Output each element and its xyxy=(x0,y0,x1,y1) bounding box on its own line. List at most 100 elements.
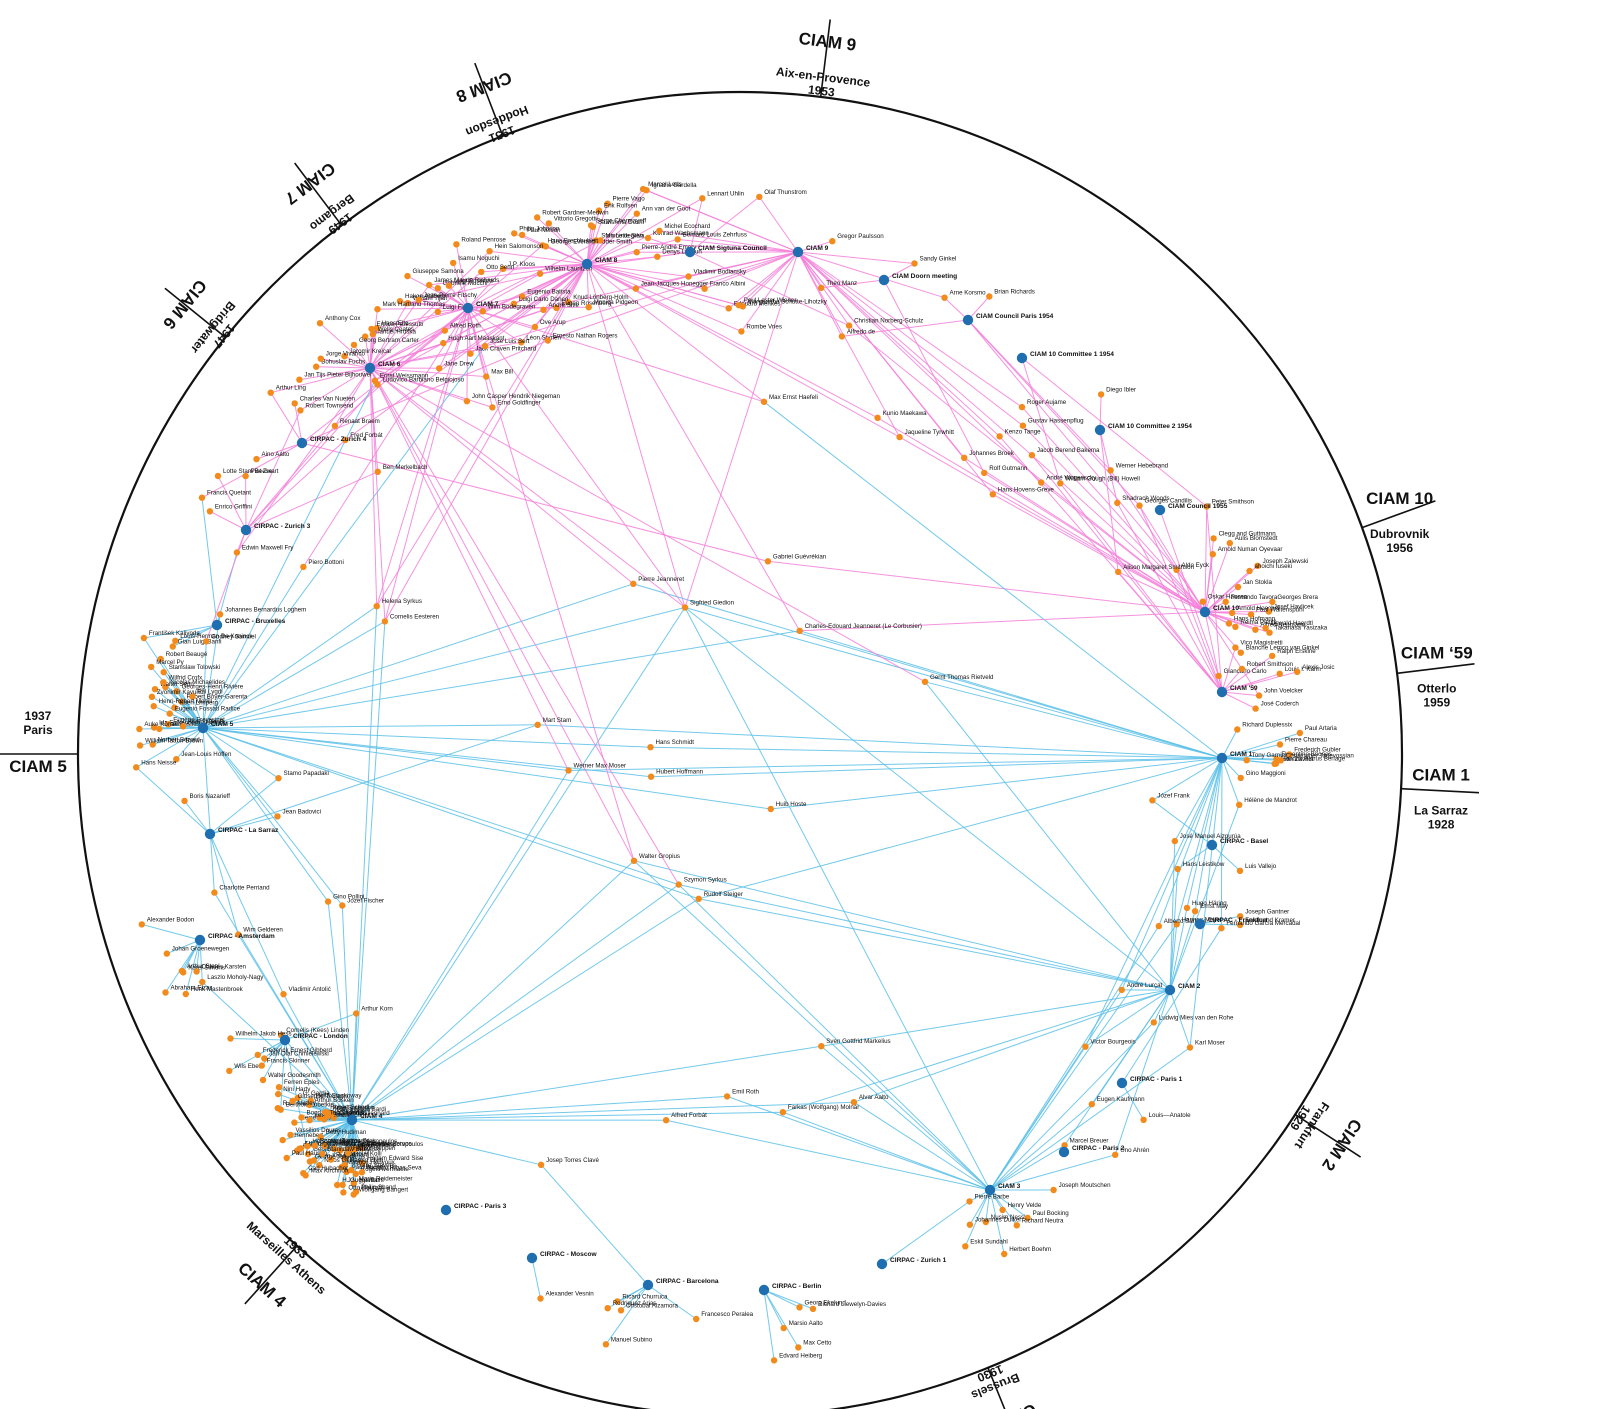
person-dot[interactable] xyxy=(1228,609,1236,617)
person-node[interactable]: Josef Havlicek xyxy=(1265,604,1315,615)
person-node[interactable]: František Kalivoda xyxy=(140,630,201,642)
hub-cirpac-barcelona[interactable]: CIRPAC - Barcelona xyxy=(642,1278,719,1291)
person-dot[interactable] xyxy=(1174,865,1181,873)
person-dot[interactable] xyxy=(311,1142,318,1149)
person-node[interactable]: Aldo Eyck xyxy=(1173,562,1210,573)
person-node[interactable]: Erno Goldfinger xyxy=(489,399,541,411)
person-dot[interactable] xyxy=(1210,535,1217,542)
hub-dot[interactable] xyxy=(1206,839,1218,851)
person-node[interactable]: Georg Bertram Carter xyxy=(350,337,419,349)
person-dot[interactable] xyxy=(681,604,689,611)
person-dot[interactable] xyxy=(1276,670,1283,677)
person-node[interactable]: Georges Brera xyxy=(1269,594,1319,606)
person-node[interactable]: Ferren Eples xyxy=(275,1079,320,1091)
person-dot[interactable] xyxy=(342,436,349,444)
person-dot[interactable] xyxy=(795,1344,802,1351)
person-node[interactable]: José Luis Sert xyxy=(481,338,530,350)
person-dot[interactable] xyxy=(1140,1116,1147,1124)
hub-dot[interactable] xyxy=(462,302,474,314)
person-dot[interactable] xyxy=(321,1116,328,1123)
person-node[interactable]: Marcel Py xyxy=(148,659,185,671)
person-dot[interactable] xyxy=(644,234,652,242)
person-node[interactable]: Max Ernst Haefeli xyxy=(760,394,818,405)
person-dot[interactable] xyxy=(536,270,544,277)
person-node[interactable]: Eugen Kaufmann xyxy=(1088,1096,1146,1108)
person-node[interactable]: Alexandros Drakopoulos xyxy=(321,1138,398,1150)
person-node[interactable]: Gerrit Thomas Rietveld xyxy=(921,674,994,685)
person-node[interactable]: Josep Torres Clavé xyxy=(537,1157,600,1169)
person-dot[interactable] xyxy=(1232,623,1239,630)
person-node[interactable]: Abraham Elzas xyxy=(162,985,212,996)
person-dot[interactable] xyxy=(1088,1101,1096,1108)
person-node[interactable]: Koen Limperg xyxy=(171,700,218,711)
person-node[interactable]: Godfrey Samuel xyxy=(203,633,256,645)
person-dot[interactable] xyxy=(374,306,381,313)
person-dot[interactable] xyxy=(962,1243,969,1250)
person-dot[interactable] xyxy=(148,663,155,671)
person-node[interactable]: Walter Goodesmith xyxy=(259,1072,321,1084)
person-dot[interactable] xyxy=(818,1043,825,1050)
person-dot[interactable] xyxy=(172,637,179,644)
person-dot[interactable] xyxy=(206,508,214,515)
person-dot[interactable] xyxy=(339,1181,346,1189)
person-dot[interactable] xyxy=(441,327,448,334)
person-node[interactable]: Johannes Broek xyxy=(961,450,1015,461)
person-dot[interactable] xyxy=(1236,801,1243,808)
hub-ciam-council-paris-1954[interactable]: CIAM Council Paris 1954 xyxy=(962,313,1054,326)
hub-cirpac-london[interactable]: CIRPAC - London xyxy=(279,1033,348,1046)
person-node[interactable]: Herbert Boehm xyxy=(1001,1246,1051,1258)
person-dot[interactable] xyxy=(242,472,249,480)
person-node[interactable]: Roger Avermaete xyxy=(352,1166,410,1178)
person-node[interactable]: Francis Skinner xyxy=(258,1058,310,1069)
person-node[interactable]: Charlotte Perriand xyxy=(211,885,270,896)
person-dot[interactable] xyxy=(317,1133,324,1141)
person-dot[interactable] xyxy=(369,330,376,338)
person-node[interactable]: Henri-Robert Mohill xyxy=(150,698,213,710)
person-dot[interactable] xyxy=(1018,403,1026,411)
person-dot[interactable] xyxy=(434,285,441,292)
person-dot[interactable] xyxy=(297,407,304,414)
person-node[interactable]: Knud Lönberg-Holm xyxy=(565,294,629,306)
person-dot[interactable] xyxy=(1186,1044,1194,1051)
person-dot[interactable] xyxy=(1294,668,1301,675)
person-dot[interactable] xyxy=(1247,611,1255,618)
person-dot[interactable] xyxy=(735,302,742,309)
person-node[interactable]: Ludwig Mies van den Rohe xyxy=(1150,1014,1234,1026)
person-node[interactable]: Jorge Vivanco xyxy=(317,351,366,362)
person-dot[interactable] xyxy=(1269,652,1276,660)
person-node[interactable]: Louis-Herman De Koninck xyxy=(172,633,253,644)
person-dot[interactable] xyxy=(136,742,144,749)
person-dot[interactable] xyxy=(178,698,185,705)
person-dot[interactable] xyxy=(1191,908,1199,915)
person-dot[interactable] xyxy=(633,249,640,256)
hub-cirpac-amsterdam[interactable]: CIRPAC - Amsterdam xyxy=(194,933,275,946)
person-node[interactable]: Alexis Josic xyxy=(1294,664,1335,675)
person-node[interactable]: H. Korgeniewsky xyxy=(297,1140,354,1152)
person-node[interactable]: Pietro Maria Bardi xyxy=(328,1106,386,1118)
person-node[interactable]: Anthony Cox xyxy=(316,315,362,327)
person-node[interactable]: Max Cetto xyxy=(795,1339,832,1351)
hub-dot[interactable] xyxy=(440,1204,452,1216)
hub-dot[interactable] xyxy=(1116,1077,1128,1089)
person-node[interactable]: Ernesto Nathan Rogers xyxy=(544,333,618,344)
person-dot[interactable] xyxy=(483,373,490,380)
person-node[interactable]: Hella Stackoway xyxy=(307,1093,363,1104)
person-dot[interactable] xyxy=(1237,913,1244,920)
person-dot[interactable] xyxy=(334,1181,341,1189)
person-node[interactable]: Edwin Maxwell Fry xyxy=(233,545,295,556)
person-node[interactable]: Oskar Hansen xyxy=(1199,594,1248,605)
hub-ciam-1[interactable]: CIAM 1 xyxy=(1216,751,1253,764)
person-dot[interactable] xyxy=(534,214,541,221)
person-dot[interactable] xyxy=(179,723,187,730)
person-dot[interactable] xyxy=(362,333,369,340)
person-node[interactable]: Clegg and Guttmann xyxy=(1210,530,1276,542)
person-dot[interactable] xyxy=(337,1147,344,1154)
person-dot[interactable] xyxy=(481,342,489,350)
person-node[interactable]: Gregor Paulsson xyxy=(829,233,884,245)
person-node[interactable]: Karel Simons xyxy=(180,964,225,976)
hub-dot[interactable] xyxy=(878,274,890,286)
person-dot[interactable] xyxy=(1286,751,1293,758)
person-dot[interactable] xyxy=(996,433,1003,440)
person-node[interactable]: Minnette Silva xyxy=(597,232,645,244)
person-node[interactable]: Pierre Chareau xyxy=(1276,737,1328,748)
